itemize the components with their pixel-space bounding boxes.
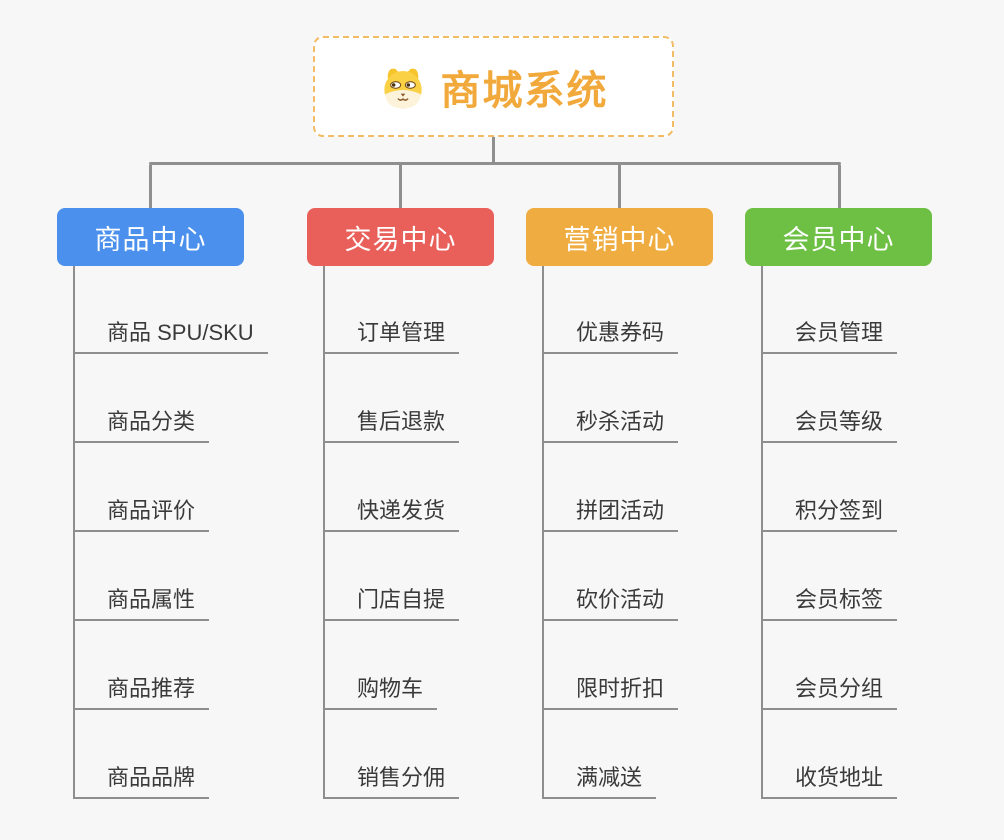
leaf-node[interactable]: 商品品牌 [73, 754, 210, 799]
leaf-node[interactable]: 会员分组 [761, 665, 898, 710]
root-title: 商城系统 [440, 68, 609, 113]
leaf-node[interactable]: 快递发货 [323, 487, 460, 532]
connector-drop-member [838, 165, 841, 209]
connector-column-marketing [542, 266, 544, 799]
leaf-node[interactable]: 商品 SPU/SKU [73, 309, 268, 354]
connector-column-trade [323, 266, 325, 799]
branch-node-member-center[interactable]: 会员中心 [745, 208, 932, 266]
leaf-node[interactable]: 限时折扣 [542, 665, 679, 710]
leaf-node[interactable]: 商品属性 [73, 576, 210, 621]
connector-column-product [73, 266, 75, 799]
leaf-node[interactable]: 售后退款 [323, 398, 460, 443]
leaf-node[interactable]: 购物车 [323, 665, 438, 710]
leaf-node[interactable]: 销售分佣 [323, 754, 460, 799]
connector-root-stem [492, 137, 495, 165]
leaf-node[interactable]: 秒杀活动 [542, 398, 679, 443]
branch-node-trade-center[interactable]: 交易中心 [307, 208, 494, 266]
branch-node-marketing-center[interactable]: 营销中心 [526, 208, 713, 266]
leaf-node[interactable]: 订单管理 [323, 309, 460, 354]
leaf-node[interactable]: 门店自提 [323, 576, 460, 621]
leaf-node[interactable]: 砍价活动 [542, 576, 679, 621]
root-node[interactable]: 商城系统 [313, 36, 674, 137]
leaf-node[interactable]: 拼团活动 [542, 487, 679, 532]
leaf-node[interactable]: 优惠券码 [542, 309, 679, 354]
leaf-node[interactable]: 会员等级 [761, 398, 898, 443]
connector-drop-marketing [618, 165, 621, 209]
connector-drop-product [149, 165, 152, 209]
leaf-node[interactable]: 商品推荐 [73, 665, 210, 710]
leaf-node[interactable]: 满减送 [542, 754, 657, 799]
leaf-node[interactable]: 会员管理 [761, 309, 898, 354]
connector-column-member [761, 266, 763, 799]
leaf-node[interactable]: 商品评价 [73, 487, 210, 532]
leaf-node[interactable]: 会员标签 [761, 576, 898, 621]
leaf-node[interactable]: 收货地址 [761, 754, 898, 799]
leaf-node[interactable]: 商品分类 [73, 398, 210, 443]
connector-drop-trade [399, 165, 402, 209]
branch-node-product-center[interactable]: 商品中心 [57, 208, 244, 266]
dog-icon [379, 63, 427, 111]
connector-horizontal-bar [149, 162, 841, 165]
leaf-node[interactable]: 积分签到 [761, 487, 898, 532]
